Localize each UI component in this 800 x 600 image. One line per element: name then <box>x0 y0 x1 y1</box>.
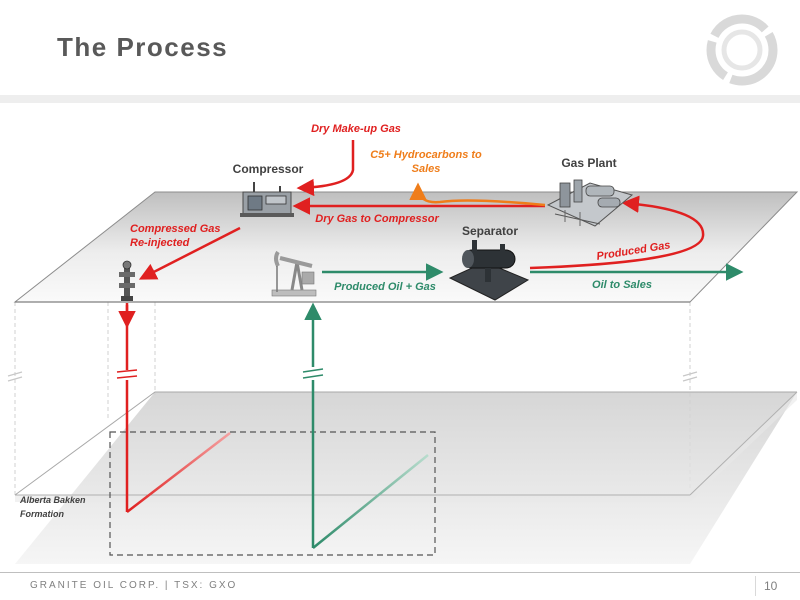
compressed-gas-arrow <box>138 226 241 280</box>
label-formation-line2: Formation <box>20 509 65 519</box>
guide-break-marks <box>7 371 698 382</box>
label-compressed-gas-line2: Re-injected <box>130 237 190 249</box>
produced-gas-arrow <box>529 195 705 270</box>
production-wellbore <box>302 302 429 549</box>
lower-formation-plane <box>15 392 797 564</box>
page-number: 10 <box>764 579 778 593</box>
page-title: The Process <box>57 32 229 62</box>
label-dry-gas-to-compressor: Dry Gas to Compressor <box>315 213 439 225</box>
label-c5-line2: Sales <box>412 163 441 175</box>
page-number-divider <box>755 576 756 596</box>
c5-hydrocarbons-arrow <box>409 182 546 207</box>
injection-wellhead-icon <box>119 260 135 301</box>
target-zone-box <box>109 431 436 556</box>
label-oil-to-sales: Oil to Sales <box>592 279 652 291</box>
label-compressed-gas-line1: Compressed Gas <box>130 223 220 235</box>
separator-icon <box>448 240 530 301</box>
injection-wellbore <box>116 303 231 513</box>
title-divider-bar <box>0 95 800 103</box>
label-separator: Separator <box>462 224 518 238</box>
compressor-icon <box>240 182 294 217</box>
label-formation-line1: Alberta Bakken <box>19 495 86 505</box>
footer-company: GRANITE OIL CORP. | TSX: GXO <box>30 580 238 591</box>
dry-makeup-gas-arrow <box>296 140 355 197</box>
footer-divider <box>0 572 800 573</box>
label-compressor: Compressor <box>233 162 304 176</box>
label-gas-plant: Gas Plant <box>561 156 616 170</box>
label-c5-line1: C5+ Hydrocarbons to <box>370 149 482 161</box>
label-dry-makeup-gas: Dry Make-up Gas <box>311 123 401 135</box>
gas-plant-icon <box>546 179 634 227</box>
label-produced-oil-gas: Produced Oil + Gas <box>334 281 436 293</box>
logo-icon <box>706 14 778 86</box>
pumpjack-icon <box>271 250 317 297</box>
